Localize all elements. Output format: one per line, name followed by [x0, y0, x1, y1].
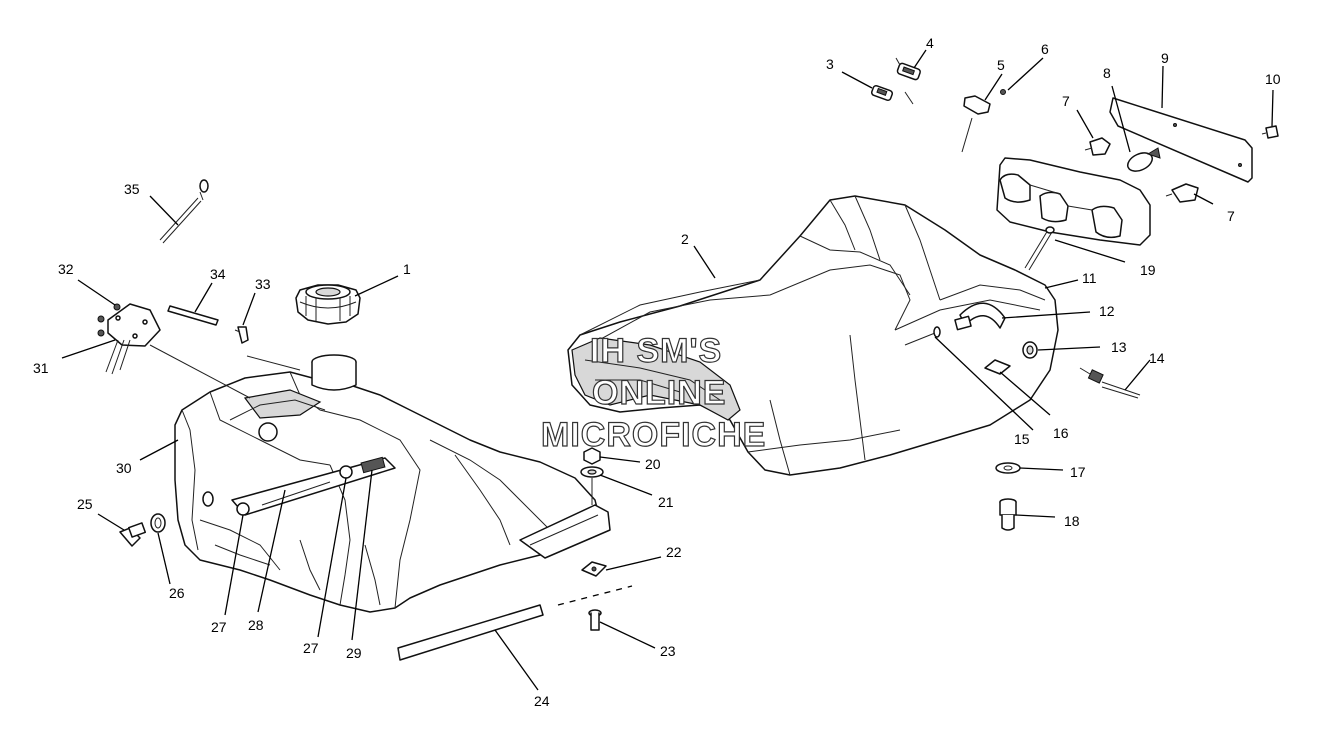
callout-27b: 27 — [303, 640, 319, 656]
license-bezel — [895, 57, 921, 105]
fuel-tank — [174, 354, 611, 613]
shoulder-bolt — [999, 498, 1017, 531]
watermark: IH SM'S ONLINE MICROFICHE — [540, 331, 766, 454]
seat-pin — [904, 326, 941, 346]
callout-17: 17 — [1070, 464, 1086, 480]
callout-15: 15 — [1014, 431, 1030, 447]
plate-screw — [1261, 125, 1279, 139]
callout-11: 11 — [1082, 270, 1097, 286]
callout-19: 19 — [1140, 262, 1156, 278]
callout-2: 2 — [681, 231, 689, 247]
callout-7a: 7 — [1062, 93, 1070, 109]
callout-10: 10 — [1265, 71, 1281, 87]
reflector-plate — [1109, 97, 1253, 183]
callout-5: 5 — [997, 57, 1005, 73]
callout-30: 30 — [116, 460, 132, 476]
callout-16: 16 — [1053, 425, 1069, 441]
callout-27a: 27 — [211, 619, 227, 635]
callout-24: 24 — [534, 693, 550, 709]
bulb-center — [1126, 147, 1161, 172]
seat-grommet — [1022, 341, 1038, 359]
nut — [583, 447, 601, 465]
taillight-housing — [996, 157, 1151, 246]
foam-strip — [397, 604, 544, 661]
seat-bolt — [1079, 367, 1141, 399]
fuel-line — [167, 305, 219, 326]
callout-29: 29 — [346, 645, 362, 661]
callout-18: 18 — [1064, 513, 1080, 529]
leader-lines — [61, 49, 1274, 691]
watermark-line-2: ONLINE — [592, 374, 726, 412]
callout-21: 21 — [658, 494, 674, 510]
license-gasket — [961, 95, 991, 153]
watermark-line-1: IH SM'S — [590, 332, 722, 370]
seat-bracket — [954, 302, 1006, 331]
callout-9: 9 — [1161, 50, 1169, 66]
callout-8: 8 — [1103, 65, 1111, 81]
mount-plate — [581, 561, 607, 577]
callout-35: 35 — [124, 181, 140, 197]
bulb-upper — [1084, 137, 1111, 156]
callout-26: 26 — [169, 585, 185, 601]
elbow-fitting — [234, 326, 301, 371]
callout-32: 32 — [58, 261, 74, 277]
nut-washer — [580, 466, 604, 505]
seat-latch — [984, 359, 1011, 375]
taillight-wiring — [1024, 226, 1055, 271]
callout-1: 1 — [403, 261, 411, 277]
callout-28: 28 — [248, 617, 264, 633]
callout-20: 20 — [645, 456, 661, 472]
callout-22: 22 — [666, 544, 682, 560]
fuel-cap — [295, 284, 361, 325]
fuel-sender — [97, 303, 251, 399]
callout-4: 4 — [926, 35, 934, 51]
grommet — [150, 513, 166, 533]
callout-12: 12 — [1099, 303, 1115, 319]
watermark-line-3: MICROFICHE — [541, 416, 766, 454]
callout-33: 33 — [255, 276, 271, 292]
fuel-strap — [159, 179, 209, 244]
callouts: 1 2 3 4 5 6 7 7 8 9 10 11 12 13 14 15 16… — [33, 35, 1281, 709]
license-lens — [870, 84, 894, 102]
seat — [567, 195, 1059, 476]
license-nut — [1000, 89, 1006, 95]
callout-25: 25 — [77, 496, 93, 512]
callout-14: 14 — [1149, 350, 1165, 366]
callout-31: 31 — [33, 360, 49, 376]
mount-screw — [588, 609, 602, 631]
drain-fitting — [119, 522, 147, 547]
callout-13: 13 — [1111, 339, 1127, 355]
washer — [995, 462, 1021, 474]
callout-3: 3 — [826, 56, 834, 72]
callout-7b: 7 — [1227, 208, 1235, 224]
callout-6: 6 — [1041, 41, 1049, 57]
bulb-lower — [1165, 183, 1199, 203]
callout-34: 34 — [210, 266, 226, 282]
callout-23: 23 — [660, 643, 676, 659]
